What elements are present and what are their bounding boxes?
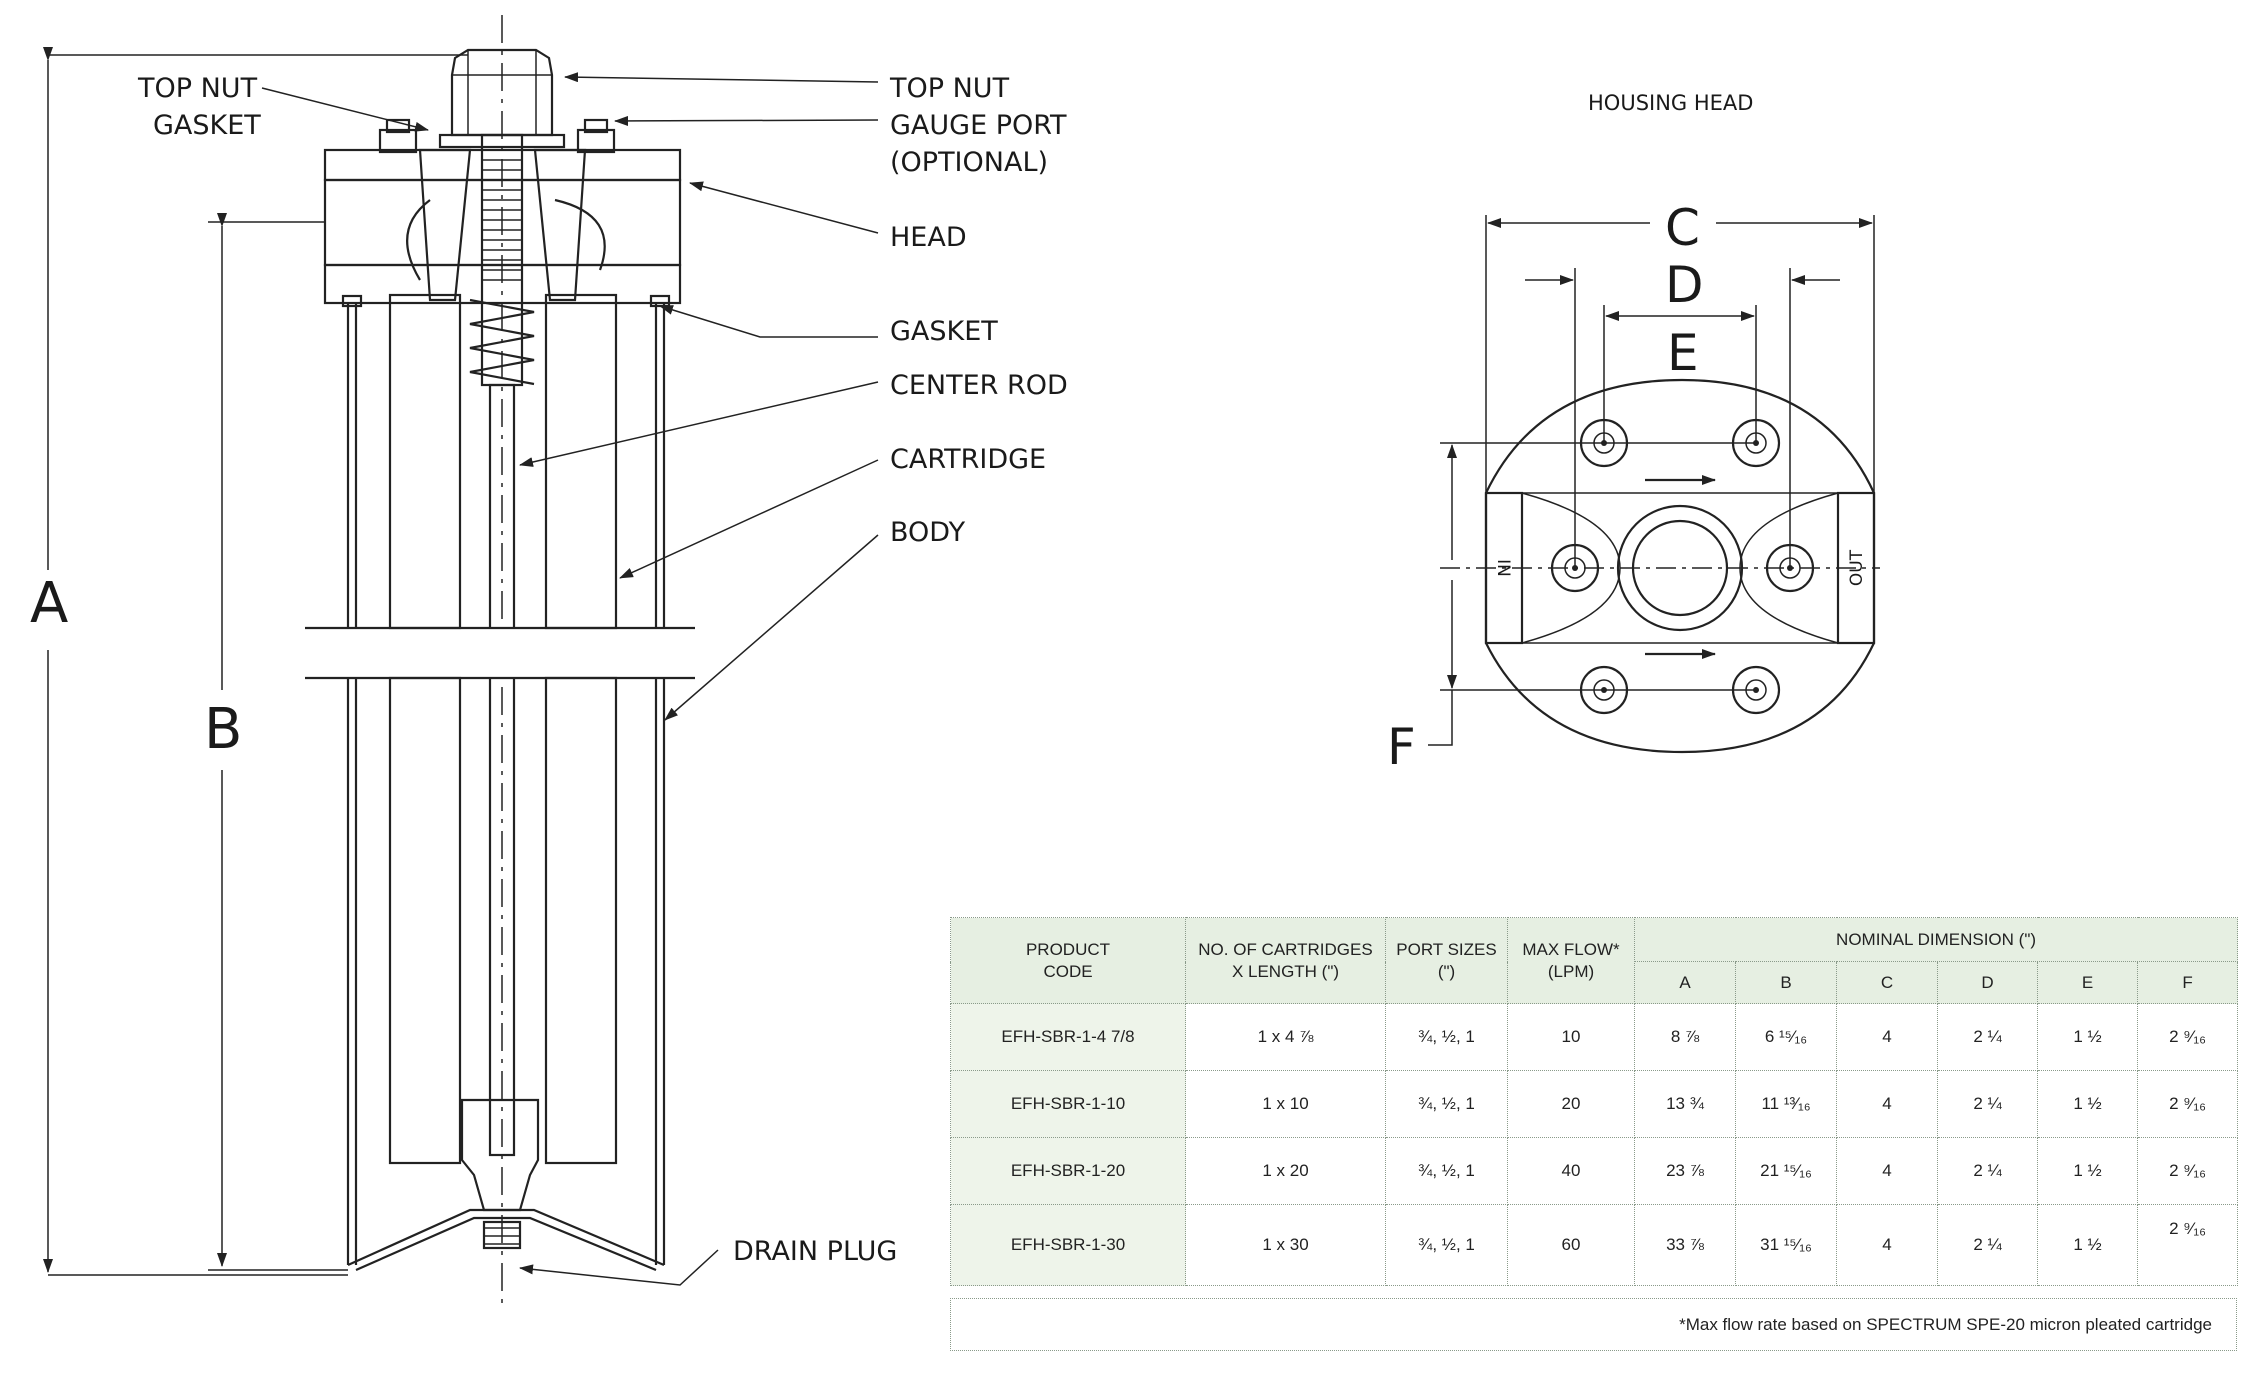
cell-flow: 60: [1507, 1204, 1635, 1286]
label-gauge-port: GAUGE PORT: [890, 110, 1067, 141]
cell-a: 13 ¾: [1634, 1070, 1736, 1138]
header-dim-a: A: [1634, 961, 1736, 1004]
header-dim-e: E: [2037, 961, 2138, 1004]
cartridge-right-bottom: [544, 676, 618, 1165]
cell-code: EFH-SBR-1-30: [950, 1204, 1186, 1286]
spring: [469, 298, 535, 386]
dim-e-label: E: [1667, 324, 1699, 382]
cell-c: 4: [1836, 1204, 1938, 1286]
table-row: EFH-SBR-1-20 1 x 20 ¾, ½, 1 40 23 ⅞ 21 ¹…: [950, 1137, 2239, 1205]
cell-e: 1 ½: [2037, 1070, 2138, 1138]
cell-a: 23 ⅞: [1634, 1137, 1736, 1205]
cell-f: 2 ⁹⁄₁₆: [2136, 1137, 2239, 1205]
label-head: HEAD: [890, 222, 967, 253]
table-row: EFH-SBR-1-30 1 x 30 ¾, ½, 1 60 33 ⅞ 31 ¹…: [950, 1204, 2239, 1286]
label-drain-plug: DRAIN PLUG: [733, 1236, 897, 1267]
label-gauge-port-2: (OPTIONAL): [890, 147, 1048, 178]
cell-code: EFH-SBR-1-20: [950, 1137, 1186, 1205]
cartridge-left-bottom: [388, 676, 462, 1165]
header-nominal-dimension: NOMINAL DIMENSION ("): [1633, 917, 2239, 962]
housing-head-view: [1428, 215, 1880, 754]
cell-f: 2 ⁹⁄₁₆: [2136, 1204, 2239, 1286]
drain-plug: [482, 1220, 522, 1250]
cell-flow: 10: [1507, 1003, 1635, 1071]
table-row: EFH-SBR-1-4 7/8 1 x 4 ⅞ ¾, ½, 1 10 8 ⅞ 6…: [950, 1003, 2239, 1071]
label-top-nut-gasket-2: GASKET: [153, 110, 261, 141]
cell-cartridges: 1 x 30: [1185, 1204, 1386, 1286]
head-outline: [1484, 378, 1876, 754]
header-dim-d: D: [1937, 961, 2038, 1004]
cell-flow: 20: [1507, 1070, 1635, 1138]
cell-b: 11 ¹³⁄₁₆: [1735, 1070, 1837, 1138]
cell-cartridges: 1 x 10: [1185, 1070, 1386, 1138]
cell-d: 2 ¼: [1937, 1003, 2038, 1071]
dim-c-label: C: [1665, 199, 1700, 257]
cell-ports: ¾, ½, 1: [1385, 1070, 1508, 1138]
label-body: BODY: [890, 517, 966, 548]
cell-e: 1 ½: [2037, 1204, 2138, 1286]
label-top-nut-gasket: TOP NUT: [137, 73, 258, 104]
port-out-label: OUT: [1847, 549, 1867, 586]
label-top-nut: TOP NUT: [889, 73, 1010, 104]
header-dim-b: B: [1735, 961, 1837, 1004]
label-cartridge: CARTRIDGE: [890, 444, 1046, 475]
housing-head-title: HOUSING HEAD: [1588, 91, 1753, 115]
cell-ports: ¾, ½, 1: [1385, 1204, 1508, 1286]
cell-b: 6 ¹⁵⁄₁₆: [1735, 1003, 1837, 1071]
cell-d: 2 ¼: [1937, 1070, 2038, 1138]
cell-c: 4: [1836, 1070, 1938, 1138]
cell-cartridges: 1 x 4 ⅞: [1185, 1003, 1386, 1071]
cell-e: 1 ½: [2037, 1003, 2138, 1071]
cell-d: 2 ¼: [1937, 1204, 2038, 1286]
cell-ports: ¾, ½, 1: [1385, 1003, 1508, 1071]
cartridge-left-top: [388, 293, 462, 630]
cell-e: 1 ½: [2037, 1137, 2138, 1205]
cell-b: 21 ¹⁵⁄₁₆: [1735, 1137, 1837, 1205]
dim-f-label: F: [1387, 718, 1416, 776]
port-in-label: IN: [1493, 559, 1513, 577]
footnote: *Max flow rate based on SPECTRUM SPE-20 …: [950, 1298, 2237, 1351]
dim-a-label: A: [30, 571, 68, 636]
cell-flow: 40: [1507, 1137, 1635, 1205]
cell-f: 2 ⁹⁄₁₆: [2136, 1070, 2239, 1138]
header-dim-f: F: [2136, 961, 2239, 1004]
thread-marks: [482, 149, 522, 281]
cell-c: 4: [1836, 1003, 1938, 1071]
cell-a: 33 ⅞: [1634, 1204, 1736, 1286]
cartridge-right-top: [544, 293, 618, 630]
cell-d: 2 ¼: [1937, 1137, 2038, 1205]
header-max-flow: MAX FLOW*(LPM): [1507, 917, 1635, 1004]
cell-cartridges: 1 x 20: [1185, 1137, 1386, 1205]
table-row: EFH-SBR-1-10 1 x 10 ¾, ½, 1 20 13 ¾ 11 ¹…: [950, 1070, 2239, 1138]
header-port-sizes: PORT SIZES("): [1385, 917, 1508, 1004]
dim-d-label: D: [1665, 256, 1704, 314]
cell-code: EFH-SBR-1-4 7/8: [950, 1003, 1186, 1071]
section-view: [43, 15, 879, 1310]
cell-ports: ¾, ½, 1: [1385, 1137, 1508, 1205]
cell-f: 2 ⁹⁄₁₆: [2136, 1003, 2239, 1071]
label-gasket: GASKET: [890, 316, 998, 347]
bolt-holes: [1550, 418, 1815, 715]
cell-a: 8 ⅞: [1634, 1003, 1736, 1071]
cell-b: 31 ¹⁵⁄₁₆: [1735, 1204, 1837, 1286]
cell-c: 4: [1836, 1137, 1938, 1205]
dim-b-label: B: [204, 697, 242, 762]
cell-code: EFH-SBR-1-10: [950, 1070, 1186, 1138]
label-center-rod: CENTER ROD: [890, 370, 1068, 401]
header-dim-c: C: [1836, 961, 1938, 1004]
